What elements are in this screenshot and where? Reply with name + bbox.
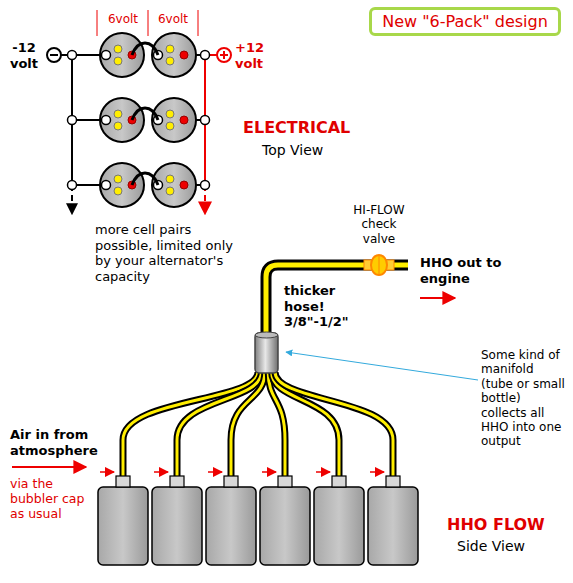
note: via the bubbler cap as usual [10, 476, 96, 521]
section-heading: ELECTRICAL [243, 118, 393, 137]
terminal-label: +12 volt [235, 40, 279, 71]
hho-flow-side-view [12, 255, 478, 565]
electrical-top-view [47, 10, 231, 214]
manifold-note: Some kind of manifold (tube or small bot… [481, 348, 569, 449]
hose-note: thicker hose! 3/8"-1/2" [284, 283, 366, 330]
part-label: HI-FLOW check valve [346, 203, 412, 246]
title-text: New "6-Pack" design [382, 12, 548, 31]
view-label: Side View [457, 538, 567, 555]
terminal-label: -12 volt [4, 40, 44, 71]
view-label: Top View [262, 142, 372, 159]
input-label: Air in from atmosphere [10, 427, 106, 458]
voltage-label: 6volt [149, 12, 197, 26]
output-label: HHO out to engine [420, 255, 508, 286]
note: more cell pairs possible, limited only b… [95, 222, 235, 284]
voltage-label: 6volt [99, 12, 147, 26]
section-heading: HHO FLOW [447, 515, 567, 534]
title-box: New "6-Pack" design [369, 7, 561, 36]
cell-pairs [68, 33, 210, 207]
